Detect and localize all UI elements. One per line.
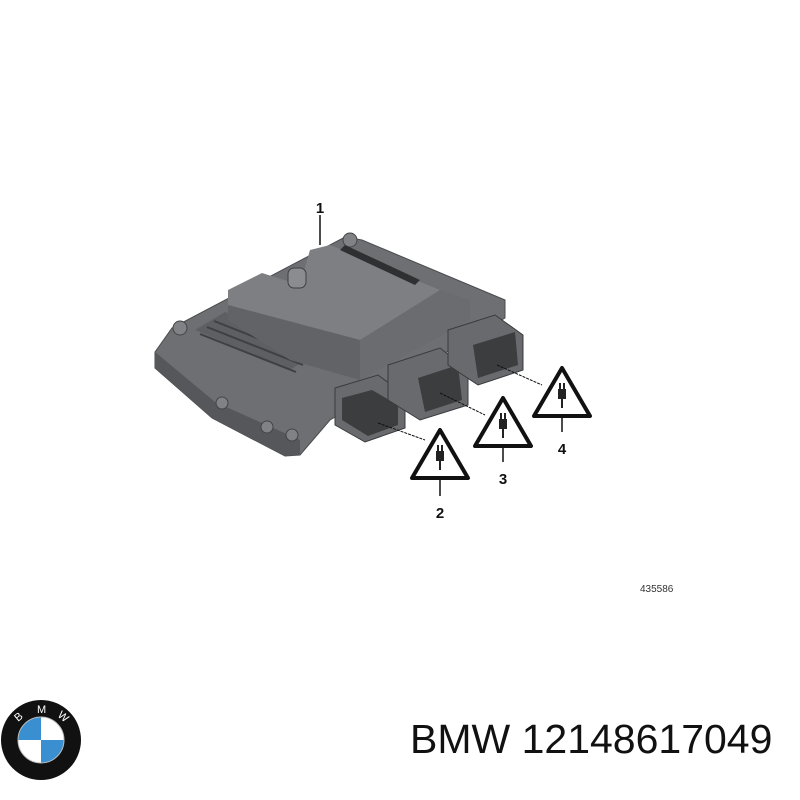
leader-line-3 [439,392,486,416]
connector-4 [447,314,524,386]
callout-1: 1 [316,200,324,217]
connectors [334,314,524,443]
bmw-logo-icon: B M W [1,700,81,780]
plug-warning-icon-2 [410,428,470,496]
connector-3 [387,347,469,421]
ecu-control-unit [154,232,506,457]
plug-warning-icon-4 [532,366,592,432]
callout-4: 4 [558,441,567,458]
leader-line-2 [377,422,426,441]
reference-number: 435586 [640,584,674,595]
callout-2: 2 [436,505,444,522]
plug-warning-icon-3 [473,396,533,462]
leader-line-4 [496,364,543,386]
svg-text:M: M [37,704,46,716]
part-title: BMW 12148617049 [410,716,773,762]
callout-3: 3 [499,471,507,488]
